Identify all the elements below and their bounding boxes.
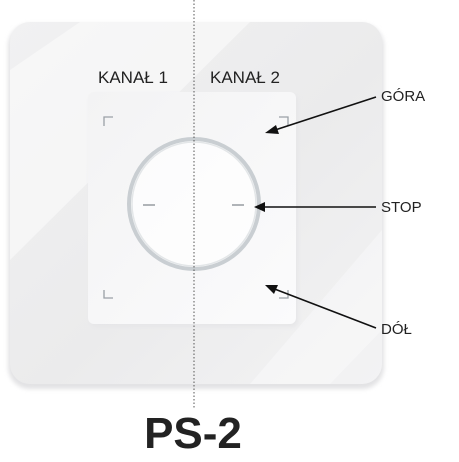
- arrow-down: [265, 285, 377, 329]
- corner-marks: [103, 116, 289, 299]
- stop-label: STOP: [381, 199, 422, 216]
- channel-1-label: KANAŁ 1: [98, 68, 168, 87]
- corner-mark-top-left: [103, 116, 113, 126]
- model-title: PS-2: [144, 409, 242, 458]
- arrow-stop: [254, 202, 376, 212]
- up-label: GÓRA: [381, 88, 425, 105]
- corner-mark-top-right: [279, 116, 289, 126]
- down-label: DÓŁ: [381, 321, 412, 338]
- corner-mark-bottom-right: [279, 290, 289, 299]
- channel-2-label: KANAŁ 2: [210, 68, 280, 87]
- stop-button-ring: [127, 137, 261, 271]
- callout-arrows: [254, 96, 377, 329]
- arrow-up: [265, 96, 377, 134]
- corner-mark-bottom-left: [103, 290, 113, 299]
